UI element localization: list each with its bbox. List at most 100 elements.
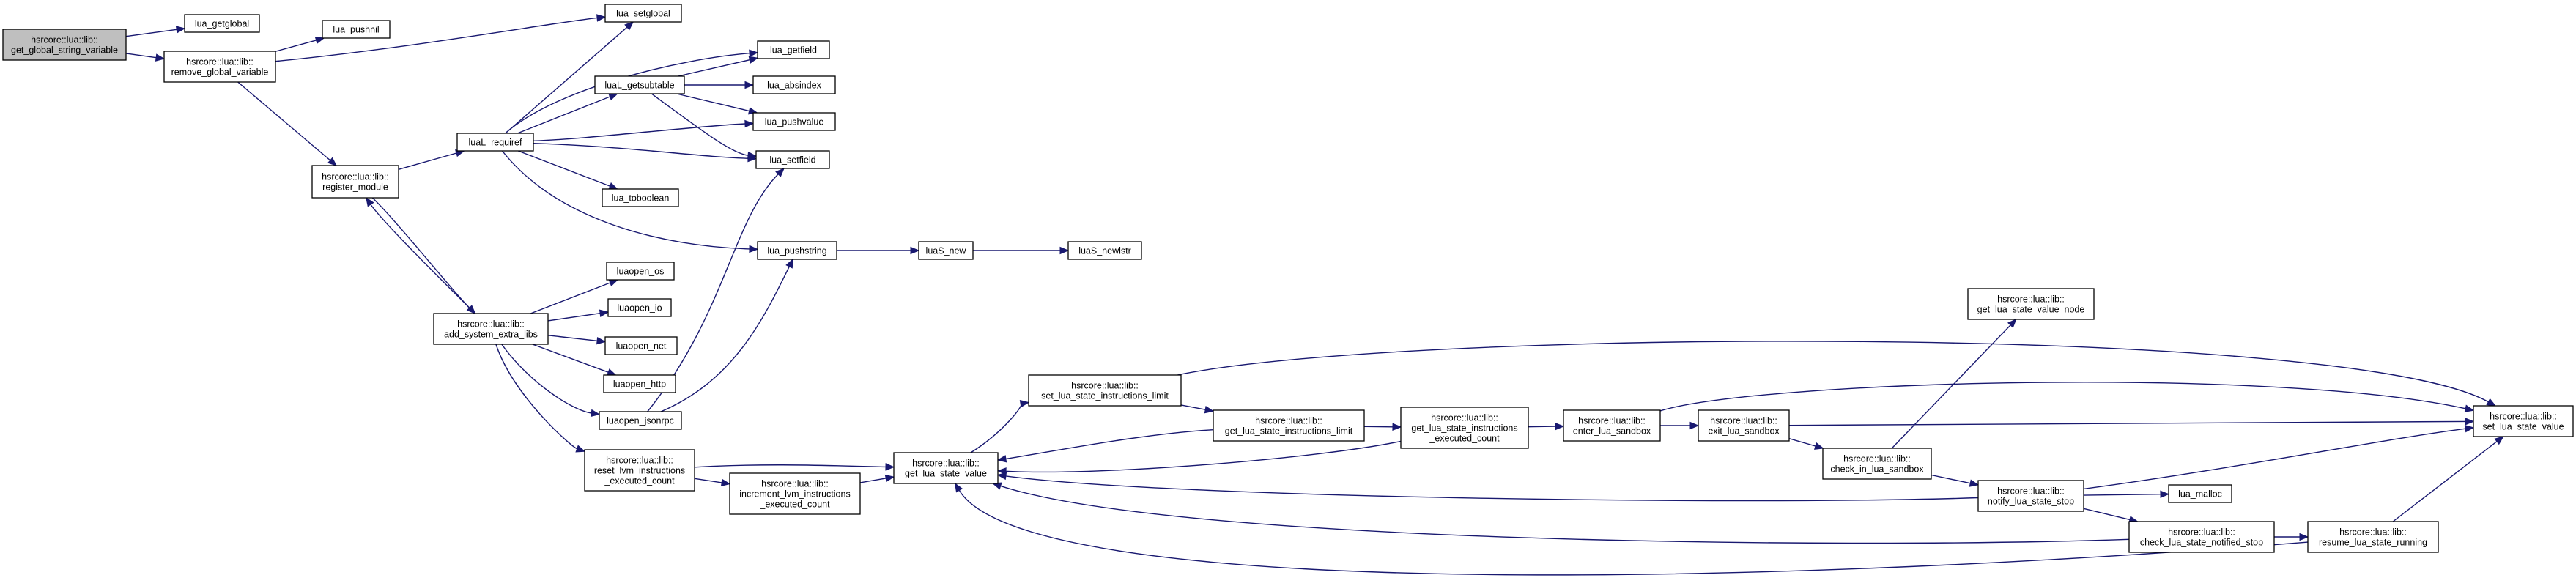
node-label-line: hsrcore::lua::lib:: — [1997, 486, 2065, 497]
function-node-incrlvm[interactable]: hsrcore::lua::lib::increment_lvm_instruc… — [729, 472, 861, 515]
call-edge-resetlvm-to-incrlvm — [694, 478, 731, 487]
function-node-http[interactable]: luaopen_http — [603, 374, 676, 393]
call-edge-line — [2083, 508, 2131, 521]
call-edge-getstate-to-setlimit — [970, 399, 1030, 453]
node-box — [757, 241, 837, 260]
call-edge-getsubtable-to-absindex — [684, 81, 755, 89]
call-edge-line — [275, 17, 598, 62]
call-edge-resume-to-getstate — [954, 482, 2309, 576]
function-node-getfield[interactable]: lua_getfield — [757, 40, 830, 59]
function-node-requiref[interactable]: luaL_requiref — [456, 133, 534, 152]
function-node-absindex[interactable]: lua_absindex — [752, 75, 836, 94]
call-edge-line — [125, 29, 177, 37]
function-nodes: hsrcore::lua::lib::get_global_string_var… — [2, 4, 2574, 553]
node-label-line: lua_getglobal — [195, 19, 249, 29]
arrowhead-icon — [624, 21, 634, 31]
node-label-line: hsrcore::lua::lib:: — [2490, 412, 2557, 422]
node-label-line: enter_lua_sandbox — [1573, 426, 1651, 437]
call-edge-line — [651, 93, 749, 156]
call-edge-line — [547, 335, 598, 341]
function-node-notify[interactable]: hsrcore::lua::lib::notify_lua_state_stop — [1977, 480, 2084, 512]
function-node-setstate[interactable]: hsrcore::lua::lib::set_lua_state_value — [2473, 405, 2574, 437]
call-edge-resume-to-setstate — [2392, 436, 2504, 522]
arrowhead-icon — [1969, 479, 1980, 487]
call-edge-line — [1659, 382, 2466, 412]
call-edge-line — [958, 490, 2309, 576]
call-edge-removeglobal-to-setglobal — [275, 14, 607, 62]
function-node-resetlvm[interactable]: hsrcore::lua::lib::reset_lvm_instruction… — [584, 449, 695, 492]
function-node-getstate[interactable]: hsrcore::lua::lib::get_lua_state_value — [893, 452, 999, 484]
call-edge-line — [275, 40, 317, 52]
call-edge-line — [237, 81, 331, 161]
function-node-os[interactable]: luaopen_os — [606, 262, 675, 281]
function-node-getlimit[interactable]: hsrcore::lua::lib::get_lua_state_instruc… — [1213, 409, 1365, 442]
node-label-line: set_lua_state_instructions_limit — [1041, 391, 1169, 401]
function-node-pushstring[interactable]: lua_pushstring — [757, 241, 837, 260]
function-node-addsys[interactable]: hsrcore::lua::lib::add_system_extra_libs — [433, 313, 549, 345]
node-label-line: resume_lua_state_running — [2319, 538, 2427, 548]
node-label-line: luaopen_jsonrpc — [607, 416, 674, 426]
node-label-line: get_lua_state_value — [905, 469, 987, 479]
function-node-getexec[interactable]: hsrcore::lua::lib::get_lua_state_instruc… — [1400, 407, 1529, 449]
node-label-line: _executed_count — [604, 476, 675, 486]
call-edge-line — [501, 344, 592, 414]
function-node-resume[interactable]: hsrcore::lua::lib::resume_lua_state_runn… — [2307, 521, 2439, 553]
node-label-line: luaopen_http — [613, 379, 666, 390]
node-box — [607, 298, 672, 317]
node-label-line: reset_lvm_instructions — [594, 466, 685, 476]
function-node-setglobal[interactable]: lua_setglobal — [604, 4, 682, 23]
call-edge-line — [532, 344, 609, 373]
function-node-jsonrpc[interactable]: luaopen_jsonrpc — [599, 411, 682, 430]
function-node-enter[interactable]: hsrcore::lua::lib::enter_lua_sandbox — [1563, 409, 1661, 442]
node-label-line: hsrcore::lua::lib:: — [1255, 416, 1322, 426]
call-edge-line — [505, 26, 628, 134]
function-node-io[interactable]: luaopen_io — [607, 298, 672, 317]
function-node-root[interactable]: hsrcore::lua::lib::get_global_string_var… — [2, 29, 127, 61]
function-node-getsubtable[interactable]: luaL_getsubtable — [594, 75, 685, 94]
function-node-removeglobal[interactable]: hsrcore::lua::lib::remove_global_variabl… — [163, 51, 276, 83]
function-node-newlstr[interactable]: luaS_newlstr — [1067, 241, 1142, 260]
call-edge-line — [1363, 426, 1394, 428]
node-box — [322, 20, 391, 39]
node-label-line: lua_setglobal — [616, 9, 670, 19]
call-edge-luasnew-to-newlstr — [973, 246, 1070, 255]
node-box — [1967, 288, 2095, 320]
node-box — [918, 241, 974, 260]
node-label-line: get_global_string_variable — [11, 45, 118, 56]
node-label-line: hsrcore::lua::lib:: — [1431, 413, 1498, 423]
node-label-line: _executed_count — [759, 500, 830, 510]
node-box — [602, 188, 679, 207]
call-edge-line — [370, 204, 476, 314]
call-edge-line — [1931, 474, 1971, 484]
function-node-toboolean[interactable]: lua_toboolean — [602, 188, 679, 207]
node-label-line: get_lua_state_instructions — [1411, 423, 1517, 434]
node-label-line: lua_absindex — [767, 81, 821, 91]
function-node-pushvalue[interactable]: lua_pushvalue — [752, 112, 836, 131]
function-node-exit[interactable]: hsrcore::lua::lib::exit_lua_sandbox — [1698, 409, 1790, 442]
call-edge-line — [694, 478, 722, 483]
function-node-luasnew[interactable]: luaS_new — [918, 241, 974, 260]
call-edge-notify-to-getstate — [996, 472, 1979, 502]
call-edge-requiref-to-pushstring — [501, 150, 759, 253]
call-edge-line — [970, 403, 1022, 453]
function-node-getnode[interactable]: hsrcore::lua::lib::get_lua_state_value_n… — [1967, 288, 2095, 320]
node-label-line: lua_pushnil — [333, 25, 379, 35]
arrowhead-icon — [2465, 418, 2475, 426]
function-node-malloc[interactable]: lua_malloc — [2168, 484, 2232, 503]
function-node-register[interactable]: hsrcore::lua::lib::register_module — [311, 165, 399, 199]
arrowhead-icon — [748, 56, 759, 64]
call-edge-line — [547, 313, 601, 322]
arrowhead-icon — [175, 26, 186, 34]
function-node-pushnil[interactable]: lua_pushnil — [322, 20, 391, 39]
arrowhead-icon — [155, 53, 166, 62]
arrowhead-icon — [575, 445, 586, 453]
node-label-line: _executed_count — [1429, 434, 1500, 444]
function-node-setfield[interactable]: lua_setfield — [755, 150, 830, 169]
function-node-check[interactable]: hsrcore::lua::lib::check_in_lua_sandbox — [1822, 448, 1932, 480]
function-node-checknotified[interactable]: hsrcore::lua::lib::check_lua_state_notif… — [2128, 521, 2275, 553]
arrowhead-icon — [608, 182, 618, 190]
node-label-line: lua_getfield — [770, 45, 817, 56]
function-node-setlimit[interactable]: hsrcore::lua::lib::set_lua_state_instruc… — [1028, 374, 1182, 407]
function-node-getglobal[interactable]: lua_getglobal — [184, 14, 260, 33]
function-node-net[interactable]: luaopen_net — [604, 336, 678, 355]
